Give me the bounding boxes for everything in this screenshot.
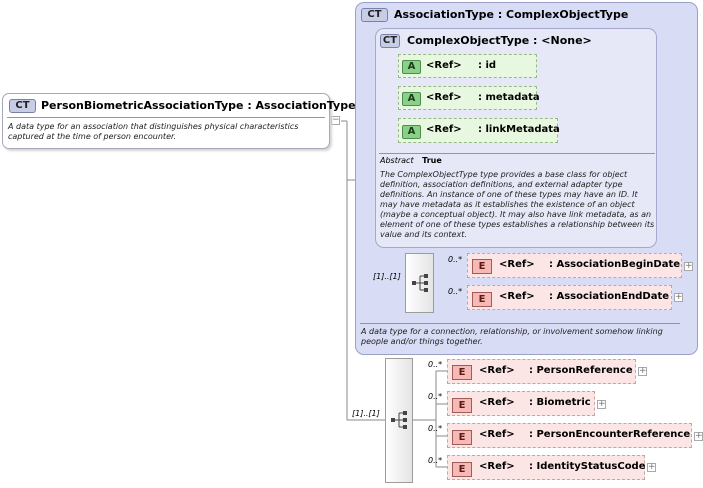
- element-name: : AssociationBeginDate: [549, 259, 681, 270]
- main-type-box[interactable]: CT PersonBiometricAssociationType : Asso…: [2, 93, 356, 149]
- element-ref: <Ref>: [479, 397, 515, 408]
- element-identity-status-code[interactable]: E <Ref> : IdentityStatusCode: [447, 455, 646, 480]
- element-ref: <Ref>: [479, 429, 515, 440]
- divider: [7, 117, 325, 118]
- element-icon: E: [452, 398, 472, 413]
- element-ref: <Ref>: [499, 291, 535, 302]
- abstract-label: Abstract: [380, 156, 414, 165]
- element-icon: E: [452, 365, 472, 380]
- attribute-id[interactable]: A <Ref> : id: [398, 54, 537, 78]
- sequence-icon: [412, 274, 428, 292]
- sequence-cardinality: [1]..[1]: [352, 409, 380, 418]
- element-ref: <Ref>: [479, 365, 515, 376]
- element-name: : Biometric: [529, 397, 591, 408]
- element-person-encounter-reference[interactable]: E <Ref> : PersonEncounterReference: [447, 423, 692, 448]
- attribute-link-metadata[interactable]: A <Ref> : linkMetadata: [398, 118, 560, 143]
- expand-toggle[interactable]: +: [674, 292, 683, 302]
- element-name: : IdentityStatusCode: [529, 461, 646, 472]
- element-icon: E: [472, 292, 492, 307]
- expand-toggle[interactable]: +: [597, 399, 606, 409]
- abstract-value: True: [422, 156, 442, 165]
- attribute-icon: A: [402, 60, 421, 74]
- attribute-icon: A: [402, 125, 421, 139]
- attribute-icon: A: [402, 92, 421, 106]
- sequence-icon: [391, 411, 407, 429]
- sequence-compositor[interactable]: [405, 253, 434, 313]
- attribute-name: : metadata: [478, 92, 540, 103]
- divider: [379, 153, 655, 154]
- main-type-description: A data type for an association that dist…: [8, 122, 299, 141]
- collapse-toggle[interactable]: −: [331, 115, 340, 125]
- element-person-reference[interactable]: E <Ref> : PersonReference: [447, 359, 636, 384]
- element-icon: E: [452, 462, 472, 477]
- complex-type-icon: CT: [361, 8, 388, 22]
- main-type-title: PersonBiometricAssociationType : Associa…: [41, 99, 356, 112]
- complex-type-icon: CT: [380, 34, 400, 48]
- attribute-ref: <Ref>: [426, 92, 462, 103]
- element-cardinality: 0..*: [428, 456, 443, 465]
- expand-toggle[interactable]: +: [684, 261, 693, 271]
- element-ref: <Ref>: [479, 461, 515, 472]
- abstract-row: Abstract True: [380, 156, 442, 165]
- element-name: : AssociationEndDate: [549, 291, 670, 302]
- sequence-compositor[interactable]: [385, 358, 413, 483]
- element-association-end-date[interactable]: E <Ref> : AssociationEndDate: [467, 285, 672, 310]
- element-icon: E: [452, 430, 472, 445]
- expand-toggle[interactable]: +: [647, 462, 656, 472]
- element-cardinality: 0..*: [428, 424, 443, 433]
- expand-toggle[interactable]: +: [694, 431, 703, 441]
- sequence-cardinality: [1]..[1]: [373, 272, 401, 281]
- complex-type-icon: CT: [9, 99, 36, 113]
- attribute-metadata[interactable]: A <Ref> : metadata: [398, 86, 540, 110]
- expand-toggle[interactable]: +: [638, 366, 647, 376]
- element-cardinality: 0..*: [428, 392, 443, 401]
- complex-object-type-description: The ComplexObjectType type provides a ba…: [380, 170, 655, 239]
- element-biometric[interactable]: E <Ref> : Biometric: [447, 391, 595, 416]
- element-ref: <Ref>: [499, 259, 535, 270]
- association-type-title: AssociationType : ComplexObjectType: [394, 8, 629, 21]
- association-type-description: A data type for a connection, relationsh…: [361, 327, 663, 346]
- element-name: : PersonReference: [529, 365, 633, 376]
- element-name: : PersonEncounterReference: [529, 429, 691, 440]
- element-cardinality: 0..*: [448, 255, 463, 264]
- element-association-begin-date[interactable]: E <Ref> : AssociationBeginDate: [467, 253, 682, 278]
- element-cardinality: 0..*: [428, 360, 443, 369]
- attribute-name: : linkMetadata: [478, 124, 560, 135]
- divider: [360, 323, 680, 324]
- attribute-ref: <Ref>: [426, 60, 462, 71]
- attribute-name: : id: [478, 60, 497, 71]
- complex-object-type-title: ComplexObjectType : <None>: [407, 34, 592, 47]
- element-icon: E: [472, 259, 492, 274]
- element-cardinality: 0..*: [448, 287, 463, 296]
- attribute-ref: <Ref>: [426, 124, 462, 135]
